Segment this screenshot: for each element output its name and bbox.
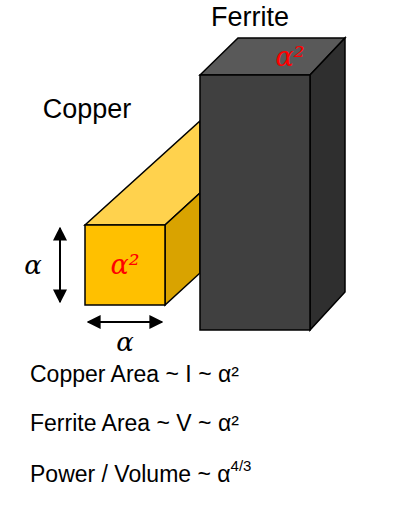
copper-front	[85, 225, 165, 305]
dimension-arrow	[88, 321, 162, 323]
dimension-label: α	[24, 251, 42, 280]
prism-node: Ferrite α²	[200, 0, 345, 330]
dimension-label: α	[116, 328, 134, 357]
area-label: α²	[110, 250, 139, 280]
prism-node: Copperα²	[85, 225, 165, 305]
scaling-relation: Copper Area ~ I ~ α²	[30, 362, 239, 387]
scaling-relation: Ferrite Area ~ V ~ α²	[30, 411, 239, 436]
scaling-relation-base: Power / Volume ~ α	[30, 461, 231, 487]
copper-side	[165, 193, 200, 305]
ferrite-front	[200, 75, 310, 330]
part-name: Copper	[43, 95, 132, 125]
dimension-arrow	[59, 228, 61, 302]
ferrite-side	[310, 38, 345, 330]
exponent: 4/3	[231, 457, 252, 474]
scaling-relation: Power / Volume ~ α4/3	[30, 462, 251, 487]
area-label: α²	[275, 42, 304, 72]
part-name: Ferrite	[211, 3, 289, 33]
